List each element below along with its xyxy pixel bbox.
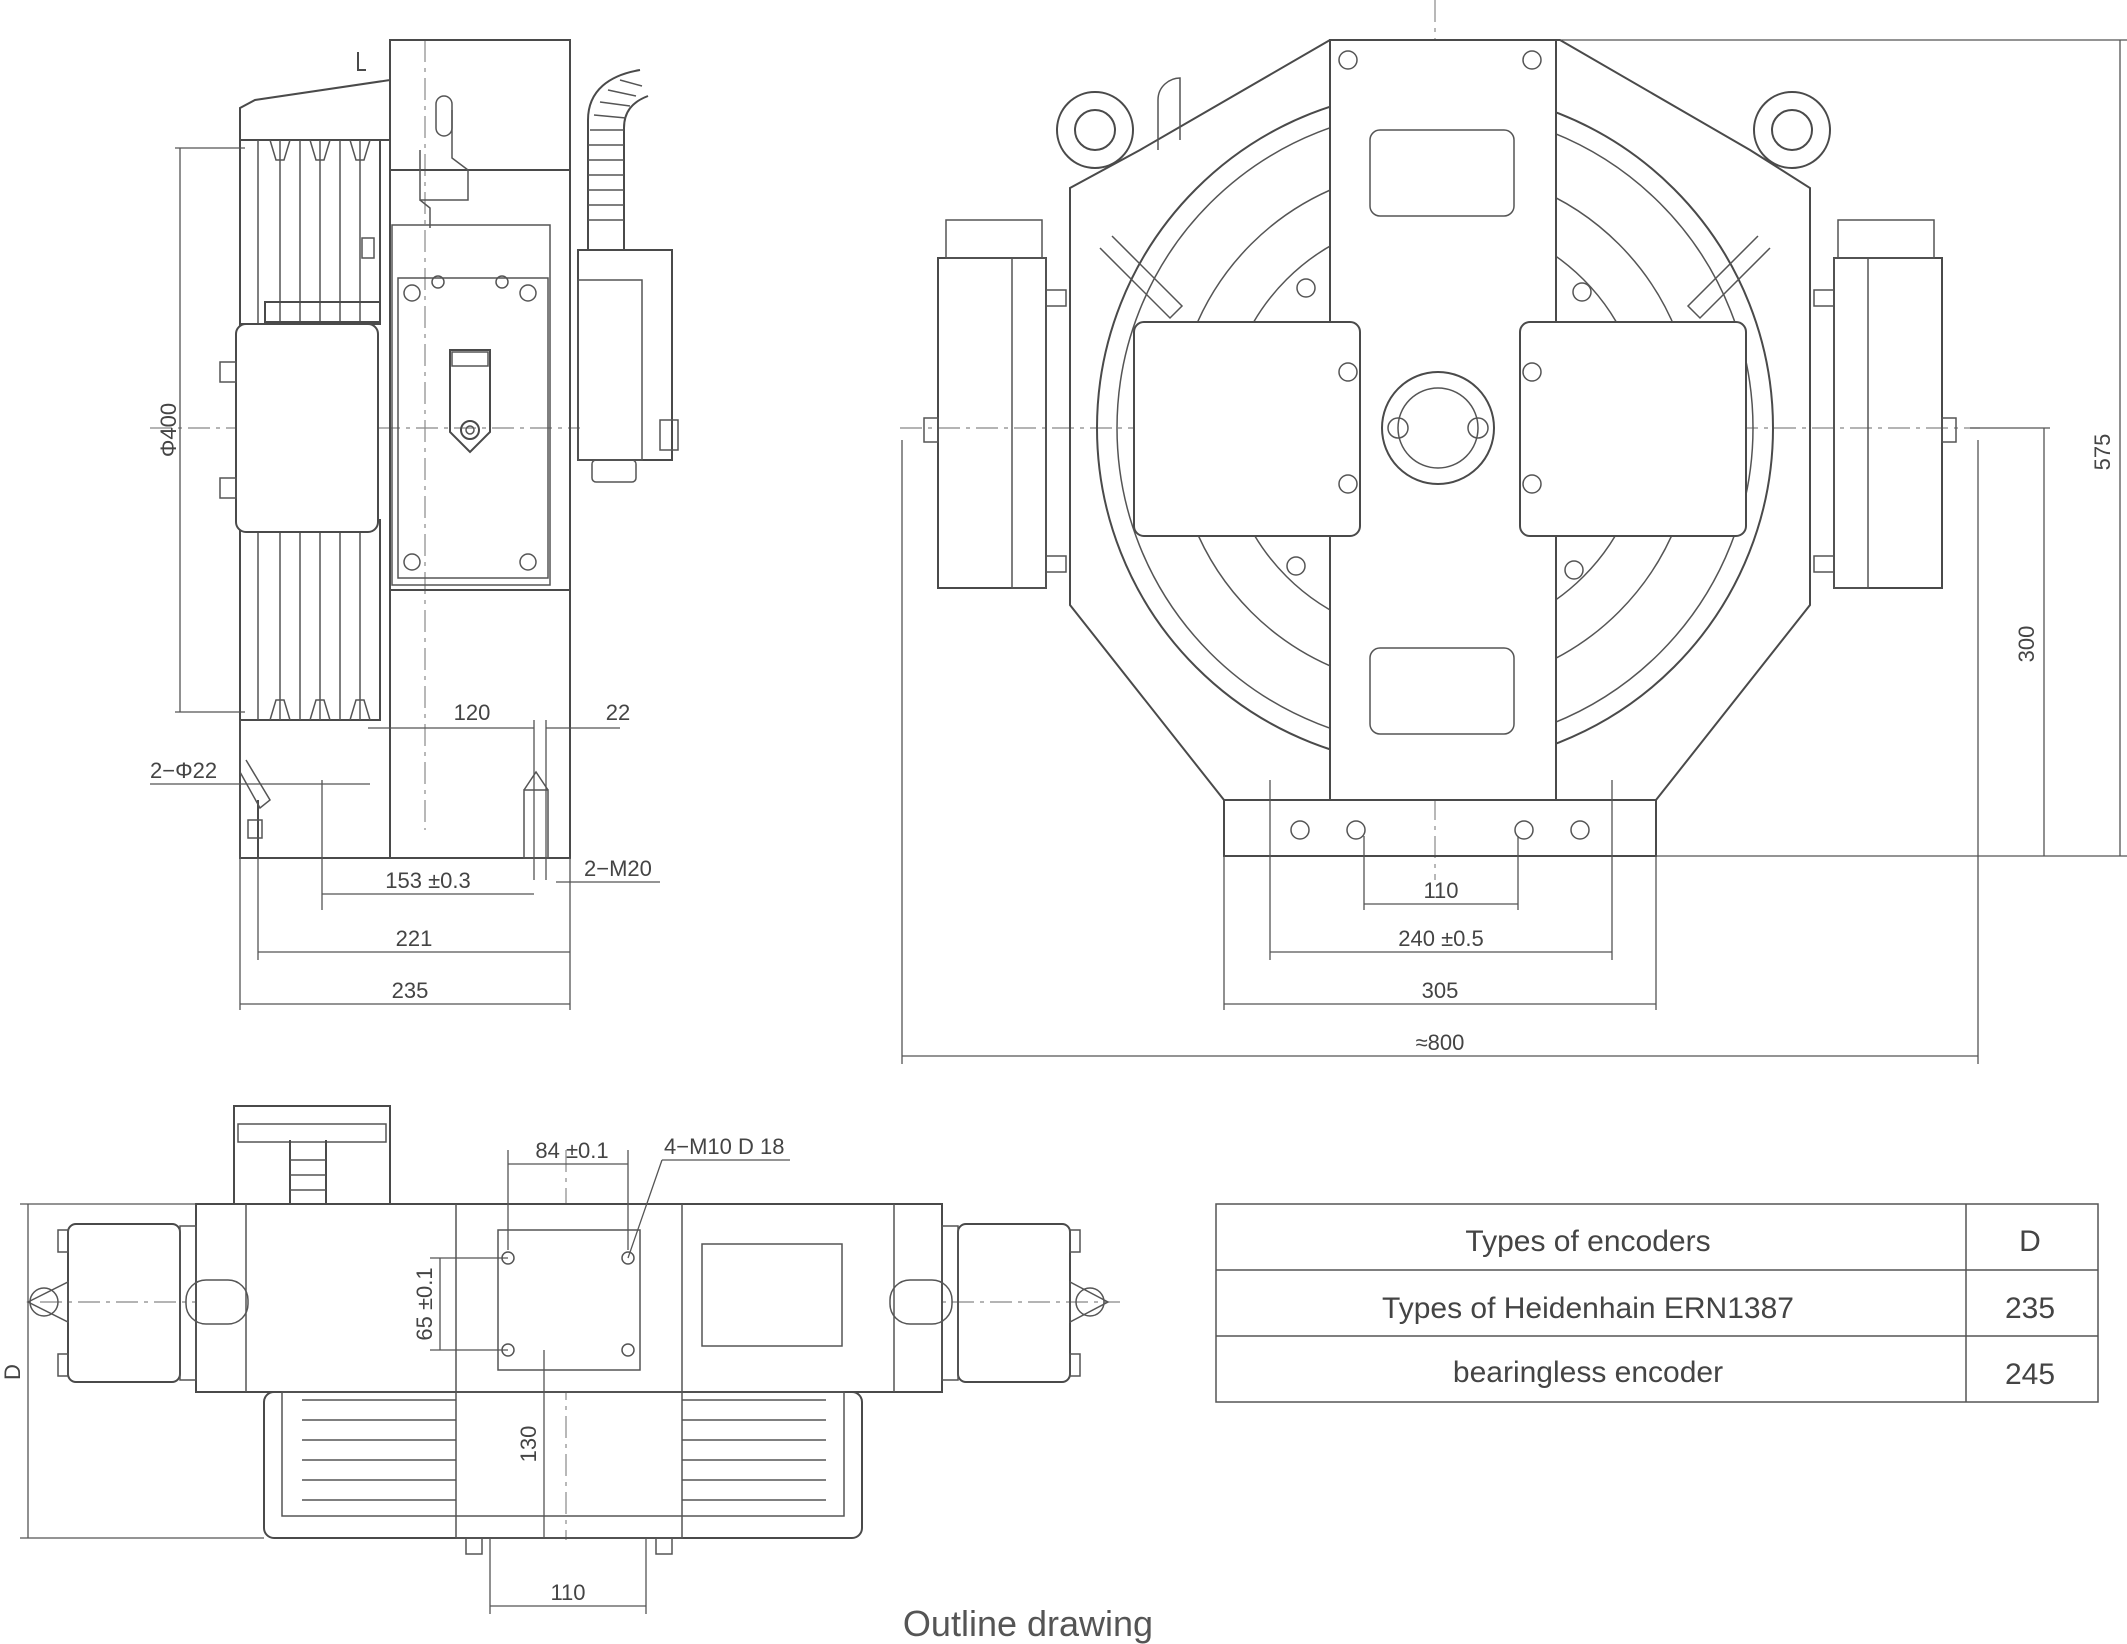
dim-130: 130	[516, 1426, 541, 1463]
dim-300: 300	[2014, 626, 2039, 663]
table-row-d: 245	[2005, 1358, 2055, 1391]
dim-120: 120	[454, 700, 491, 725]
dim-2-phi22: 2−Φ22	[150, 758, 217, 783]
dim-235: 235	[392, 978, 429, 1003]
encoder-table: Types of encoders D Types of Heidenhain …	[1215, 1203, 2099, 1403]
dim-diameter-400: Φ400	[156, 403, 181, 457]
dim-221: 221	[396, 926, 433, 951]
dim-575: 575	[2090, 434, 2115, 471]
table-header-type: Types of encoders	[1465, 1225, 1710, 1258]
front-view: 575 300 110 240 ±0.5 305 ≈800	[900, 0, 2127, 1064]
dim-2-m20: 2−M20	[584, 856, 652, 881]
side-view: Φ400 120 22 2−Φ22 153 ±0.3 2−M20 221 235	[150, 39, 679, 1010]
dim-153: 153 ±0.3	[385, 868, 470, 893]
dim-top-110: 110	[550, 1580, 585, 1605]
dim-65: 65 ±0.1	[412, 1267, 437, 1340]
dim-305: 305	[1422, 978, 1459, 1003]
dim-4-m10: 4−M10 D 18	[664, 1134, 784, 1159]
table-row-type: Types of Heidenhain ERN1387	[1382, 1292, 1794, 1325]
dim-d: D	[0, 1364, 25, 1380]
dim-front-110: 110	[1423, 878, 1458, 903]
dim-22: 22	[606, 700, 630, 725]
table-header-d: D	[2019, 1225, 2041, 1258]
table-row-d: 235	[2005, 1292, 2055, 1325]
dim-240: 240 ±0.5	[1398, 926, 1483, 951]
dim-84: 84 ±0.1	[535, 1138, 608, 1163]
drawing-caption: Outline drawing	[903, 1603, 1153, 1644]
top-view: 84 ±0.1 4−M10 D 18 65 ±0.1 130 110 D	[0, 1105, 1120, 1614]
dim-800: ≈800	[1416, 1030, 1465, 1055]
table-row-type: bearingless encoder	[1453, 1356, 1723, 1389]
